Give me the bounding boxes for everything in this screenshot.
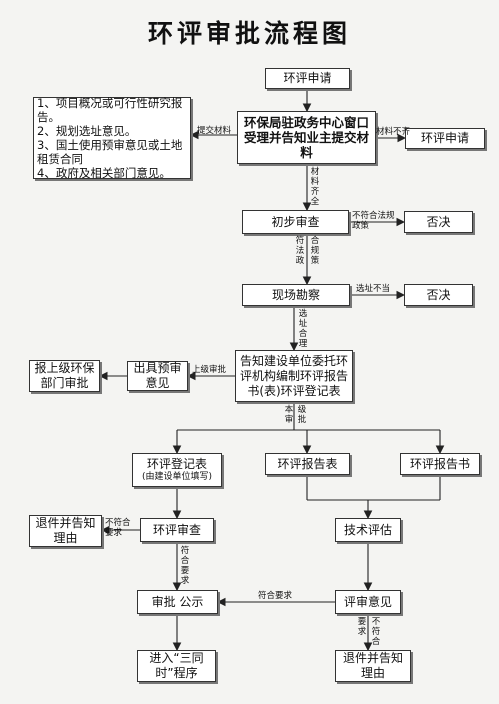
label-submit: 提交材料 — [197, 126, 232, 136]
registration-review-node: 环评审查 — [140, 518, 214, 542]
label-upper-approval: 上级审批 — [192, 365, 227, 375]
label-this-level: 本审 — [284, 405, 294, 425]
reject-node-2: 否决 — [404, 284, 473, 306]
review-opinion-node: 评审意见 — [335, 590, 401, 614]
label-not-meet: 不符合要求 — [105, 518, 131, 538]
label-incomplete: 材料不齐 — [376, 127, 411, 137]
reject-node-1: 否决 — [404, 211, 473, 233]
label-complete: 材料齐全 — [310, 167, 320, 207]
label-law-policy: 符法政 — [295, 236, 305, 266]
registration-form-node: 环评登记表 (由建设单位填写) — [132, 453, 222, 487]
approve-publicize-node: 审批 公示 — [137, 590, 218, 614]
window-accept-node: 环保局驻政务中心窗口受理并告知业主提交材料 — [237, 111, 376, 164]
site-survey-node: 现场勘察 — [242, 284, 350, 306]
label-site-bad: 选址不当 — [356, 284, 391, 294]
initial-review-node: 初步审查 — [242, 210, 349, 234]
return-reason-node-1: 退件并告知理由 — [29, 515, 102, 547]
label-not-meet-vertical: 不符合 — [371, 617, 381, 647]
label-site-ok: 选址合理 — [298, 309, 308, 349]
requirements-node: 1、项目概况或可行性研究报告。 2、规划选址意见。 3、国土使用预审意见或土地租… — [33, 96, 191, 180]
requirement-item: 1、项目概况或可行性研究报告。 — [37, 96, 183, 124]
report-upper-node: 报上级环保部门审批 — [29, 360, 100, 392]
pre-opinion-node: 出具预审意见 — [127, 361, 188, 391]
registration-form-subtitle: (由建设单位填写) — [141, 472, 213, 482]
apply-top-node: 环评申请 — [265, 68, 350, 89]
technical-evaluation-node: 技术评估 — [335, 518, 401, 542]
return-reason-node-2: 退件并告知理由 — [335, 650, 411, 682]
report-table-node: 环评报告表 — [265, 453, 350, 475]
notify-commission-node: 告知建设单位委托环评机构编制环评报告书(表)环评登记表 — [235, 350, 353, 402]
label-meet: 符合要求 — [180, 546, 190, 586]
page-title: 环评审批流程图 — [147, 19, 351, 48]
label-compliant-plan: 合规策 — [310, 236, 320, 266]
requirement-item: 3、国土使用预审意见或土地租赁合同 — [37, 138, 183, 166]
three-same-node: 进入“三同时”程序 — [137, 650, 216, 682]
registration-form-title: 环评登记表 — [146, 457, 207, 471]
report-book-node: 环评报告书 — [400, 453, 480, 475]
label-requirement: 要求 — [357, 617, 367, 637]
label-noncompliant: 不符合法规政策 — [352, 211, 395, 231]
label-level-approval: 级批 — [297, 405, 307, 425]
requirement-item: 4、政府及相关部门意见。 — [37, 166, 171, 180]
apply-right-node: 环评申请 — [405, 128, 485, 149]
requirement-item: 2、规划选址意见。 — [37, 124, 137, 138]
label-meet-horizontal: 符合要求 — [258, 591, 293, 601]
